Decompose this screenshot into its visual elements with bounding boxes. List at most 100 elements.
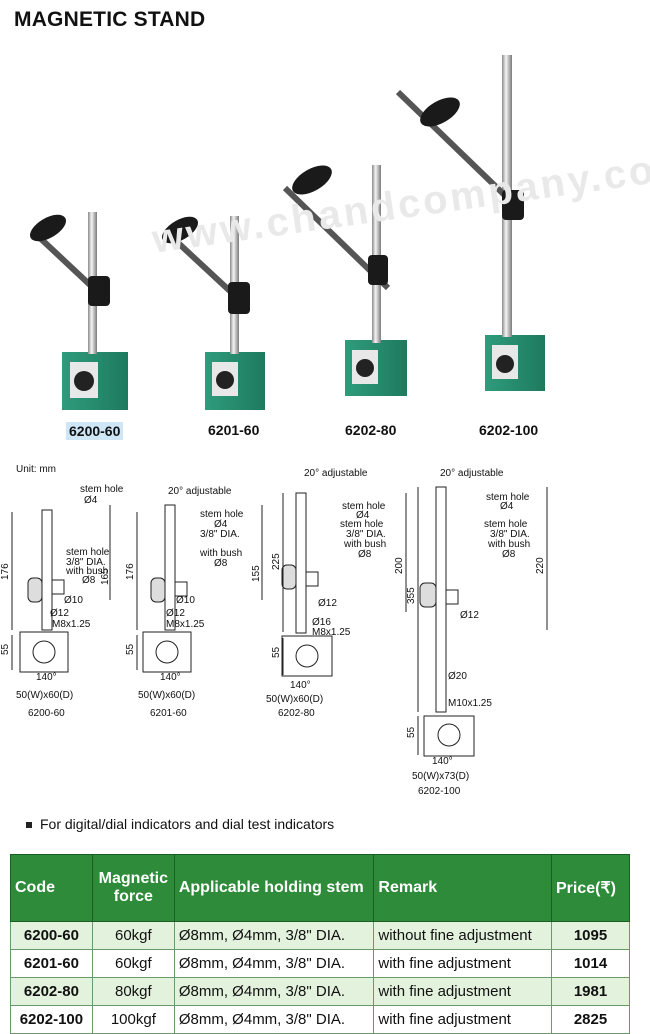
d3-d12: Ø12 bbox=[318, 598, 337, 609]
d3-base: 50(W)x60(D) bbox=[266, 694, 323, 705]
unit-label: Unit: mm bbox=[16, 464, 56, 475]
header-stem: Applicable holding stem bbox=[173, 854, 375, 922]
d4-d8: Ø8 bbox=[502, 549, 516, 560]
d3-225: 225 bbox=[271, 553, 282, 570]
d4-adjustable: 20° adjustable bbox=[440, 468, 504, 479]
d4-55: 55 bbox=[406, 726, 417, 738]
header-code: Code bbox=[10, 854, 93, 922]
d3-55: 55 bbox=[271, 646, 282, 658]
stand-6202-100-image bbox=[395, 55, 545, 391]
cell-price: 2825 bbox=[551, 1005, 630, 1034]
cell-force: 80kgf bbox=[91, 977, 175, 1006]
header-price: Price(₹) bbox=[551, 854, 630, 922]
cell-stem: Ø8mm, Ø4mm, 3/8" DIA. bbox=[173, 977, 375, 1006]
d1-stem-hole-2: stem hole bbox=[66, 547, 110, 558]
d2-140: 140° bbox=[160, 672, 181, 683]
d3-d16: Ø16 bbox=[312, 617, 331, 628]
d3-code: 6202-80 bbox=[278, 708, 315, 719]
note-text: For digital/dial indicators and dial tes… bbox=[40, 816, 335, 832]
cell-remark: without fine adjustment bbox=[373, 921, 552, 950]
d1-m8: M8x1.25 bbox=[52, 619, 91, 630]
d3-m8: M8x1.25 bbox=[312, 627, 351, 638]
d2-155: 155 bbox=[251, 565, 262, 582]
d4-base: 50(W)x73(D) bbox=[412, 771, 469, 782]
d3-d4: Ø4 bbox=[356, 510, 370, 521]
d2-base: 50(W)x60(D) bbox=[138, 690, 195, 701]
model-label-2: 6201-60 bbox=[208, 422, 260, 438]
d3-d8: Ø8 bbox=[358, 549, 372, 560]
d4-355: 355 bbox=[406, 587, 417, 604]
table-row: 6202-80 80kgf Ø8mm, Ø4mm, 3/8" DIA. with… bbox=[10, 977, 630, 1006]
d2-code: 6201-60 bbox=[150, 708, 187, 719]
d4-stem-hole: stem hole bbox=[486, 492, 530, 503]
d1-176: 176 bbox=[0, 563, 11, 580]
cell-price: 1981 bbox=[551, 977, 630, 1006]
d4-code: 6202-100 bbox=[418, 786, 461, 797]
d3-200: 200 bbox=[394, 557, 405, 574]
cell-stem: Ø8mm, Ø4mm, 3/8" DIA. bbox=[173, 1005, 375, 1034]
stand-6200-60-image bbox=[29, 212, 128, 410]
table-row: 6200-60 60kgf Ø8mm, Ø4mm, 3/8" DIA. with… bbox=[10, 921, 630, 950]
d4-d20: Ø20 bbox=[448, 671, 467, 682]
stand-6202-80-image bbox=[282, 165, 407, 396]
cell-stem: Ø8mm, Ø4mm, 3/8" DIA. bbox=[173, 949, 375, 978]
product-photos bbox=[29, 55, 545, 410]
bullet-square bbox=[26, 822, 32, 829]
d3-adjustable: 20° adjustable bbox=[304, 468, 368, 479]
cell-remark: with fine adjustment bbox=[373, 977, 552, 1006]
cell-remark: with fine adjustment bbox=[373, 949, 552, 978]
d2-d12: Ø12 bbox=[166, 608, 185, 619]
d2-176: 176 bbox=[125, 563, 136, 580]
d3-d38: 3/8" DIA. bbox=[346, 529, 386, 540]
d1-d4: Ø4 bbox=[84, 495, 98, 506]
model-label-1: 6200-60 bbox=[66, 422, 124, 440]
d3-with-bush: with bush bbox=[343, 539, 386, 550]
cell-code: 6201-60 bbox=[10, 949, 93, 978]
table-row: 6202-100 100kgf Ø8mm, Ø4mm, 3/8" DIA. wi… bbox=[10, 1005, 630, 1034]
d1-d38: 3/8" DIA. bbox=[66, 557, 106, 568]
stand-6201-60-image bbox=[161, 216, 265, 410]
note-line: For digital/dial indicators and dial tes… bbox=[26, 816, 334, 832]
d2-d8: Ø8 bbox=[214, 558, 228, 569]
d1-d8: Ø8 bbox=[82, 575, 96, 586]
d4-d12: Ø12 bbox=[460, 610, 479, 621]
model-label-3: 6202-80 bbox=[345, 422, 397, 438]
cell-force: 60kgf bbox=[91, 921, 175, 950]
d3-stem-hole: stem hole bbox=[342, 501, 386, 512]
d4-140: 140° bbox=[432, 756, 453, 767]
d4-220: 220 bbox=[535, 557, 546, 574]
cell-force: 100kgf bbox=[91, 1005, 175, 1034]
d3-stem-hole-2: stem hole bbox=[340, 519, 384, 530]
cell-code: 6200-60 bbox=[10, 921, 93, 950]
table-row: 6201-60 60kgf Ø8mm, Ø4mm, 3/8" DIA. with… bbox=[10, 949, 630, 978]
d2-55: 55 bbox=[125, 643, 136, 655]
d2-d4: Ø4 bbox=[214, 519, 228, 530]
d2-stem-hole: stem hole bbox=[200, 509, 244, 520]
cell-force: 60kgf bbox=[91, 949, 175, 978]
d1-d12: Ø12 bbox=[50, 608, 69, 619]
d2-d38: 3/8" DIA. bbox=[200, 529, 240, 540]
d1-with-bush: with bush bbox=[65, 566, 108, 577]
header-remark: Remark bbox=[373, 854, 552, 922]
cell-code: 6202-80 bbox=[10, 977, 93, 1006]
cell-code: 6202-100 bbox=[10, 1005, 93, 1034]
dimension-diagram: Unit: mm stem hole Ø4 stem hole 3/8" DIA… bbox=[0, 464, 548, 797]
d1-165: 165 bbox=[100, 568, 111, 585]
d1-stem-hole: stem hole bbox=[80, 484, 124, 495]
cell-stem: Ø8mm, Ø4mm, 3/8" DIA. bbox=[173, 921, 375, 950]
d3-140: 140° bbox=[290, 680, 311, 691]
d4-d4: Ø4 bbox=[500, 501, 514, 512]
d2-d10: Ø10 bbox=[176, 595, 195, 606]
cell-price: 1014 bbox=[551, 949, 630, 978]
page-title: MAGNETIC STAND bbox=[14, 8, 206, 31]
d2-with-bush: with bush bbox=[199, 548, 242, 559]
d1-140: 140° bbox=[36, 672, 57, 683]
d4-stem-hole-2: stem hole bbox=[484, 519, 528, 530]
d4-m10: M10x1.25 bbox=[448, 698, 492, 709]
header-force-line1: Magnetic bbox=[98, 870, 169, 887]
d1-base: 50(W)x60(D) bbox=[16, 690, 73, 701]
d1-d10: Ø10 bbox=[64, 595, 83, 606]
